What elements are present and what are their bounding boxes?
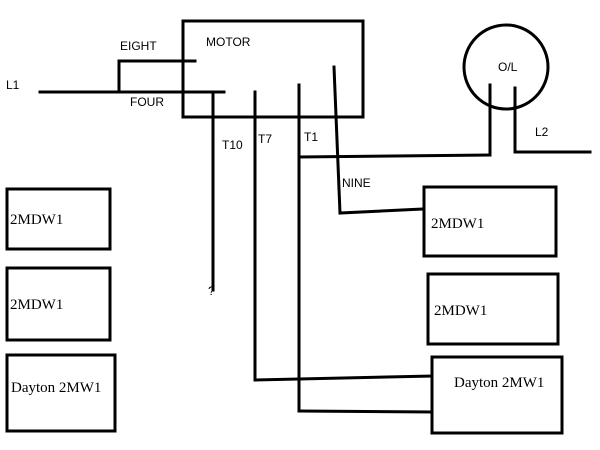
unknown-lead-label: ? bbox=[208, 284, 215, 298]
four-label: FOUR bbox=[130, 95, 164, 109]
component-left-middle-label: 2MDW1 bbox=[10, 297, 63, 313]
wire-nine-vertical bbox=[332, 65, 342, 215]
motor-label: MOTOR bbox=[206, 35, 251, 49]
component-left-bottom-label: Dayton 2MW1 bbox=[11, 380, 101, 396]
overload-label: O/L bbox=[498, 60, 518, 74]
t7-label: T7 bbox=[258, 132, 272, 146]
component-left-top-label: 2MDW1 bbox=[10, 212, 63, 228]
nine-label: NINE bbox=[342, 176, 371, 190]
component-right-bottom bbox=[430, 355, 564, 435]
eight-label: EIGHT bbox=[120, 39, 157, 53]
l2-label: L2 bbox=[535, 125, 549, 139]
wire-t1-horizontal bbox=[297, 409, 434, 414]
component-left-top bbox=[5, 187, 112, 251]
t1-label: T1 bbox=[304, 130, 318, 144]
wire-t7-horizontal bbox=[253, 374, 434, 382]
wire-nine-horizontal bbox=[338, 207, 426, 215]
wire-t1-to-overload bbox=[297, 153, 492, 159]
l1-label: L1 bbox=[6, 78, 20, 92]
component-right-middle bbox=[426, 272, 560, 346]
component-right-top bbox=[422, 185, 558, 258]
t10-label: T10 bbox=[222, 138, 243, 152]
component-right-bottom-label: Dayton 2MW1 bbox=[454, 375, 544, 391]
component-left-middle bbox=[5, 266, 112, 342]
component-left-bottom bbox=[5, 353, 117, 433]
component-right-top-label: 2MDW1 bbox=[431, 216, 484, 232]
overload-circle bbox=[462, 23, 550, 111]
component-right-middle-label: 2MDW1 bbox=[434, 303, 487, 319]
